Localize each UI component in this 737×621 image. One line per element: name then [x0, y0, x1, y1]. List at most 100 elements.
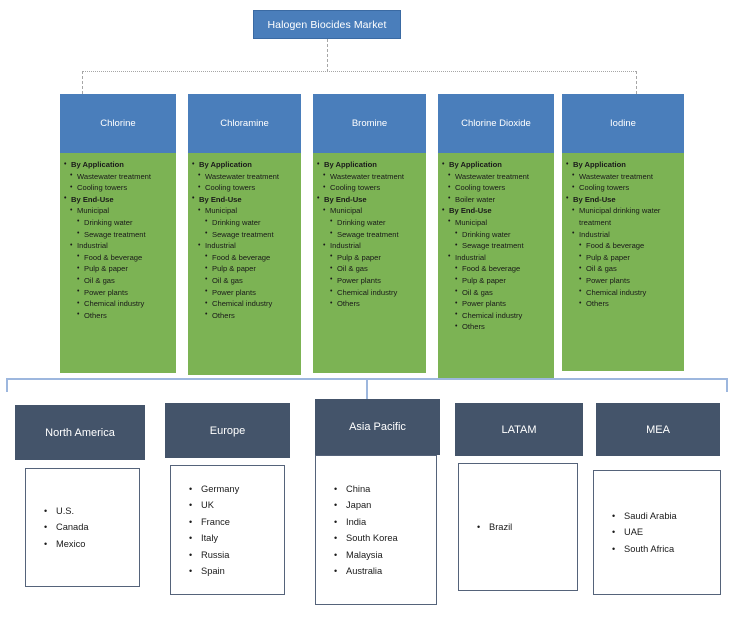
- segment-item: Wastewater treatment: [446, 170, 552, 183]
- segment-item: Others: [577, 298, 682, 310]
- connector-vertical-top: [327, 39, 328, 72]
- connector-drop-right: [636, 71, 637, 94]
- region-bracket-stem: [366, 378, 368, 400]
- segment-item: Wastewater treatment: [196, 170, 299, 183]
- connector-horizontal-top: [82, 71, 636, 72]
- region-country-list: ChinaJapanIndiaSouth KoreaMalaysiaAustra…: [316, 481, 436, 580]
- segment-item: By Application: [564, 159, 682, 171]
- segment-item: Industrial: [196, 240, 299, 252]
- segment-item: Industrial: [446, 251, 552, 264]
- region-country-item: South Africa: [612, 541, 720, 558]
- region-country-panel: GermanyUKFranceItalyRussiaSpain: [170, 465, 285, 595]
- segment-item: Power plants: [75, 286, 174, 299]
- region-country-panel: Brazil: [458, 463, 578, 591]
- segment-item: Food & beverage: [75, 251, 174, 264]
- segment-item: Wastewater treatment: [68, 170, 174, 183]
- region-country-item: U.S.: [44, 503, 139, 520]
- segment-item: Cooling towers: [196, 182, 299, 194]
- segment-item: Power plants: [328, 274, 424, 287]
- segment-item: Wastewater treatment: [570, 170, 682, 183]
- region-country-item: Brazil: [477, 519, 577, 536]
- region-header-label: MEA: [646, 423, 670, 436]
- segment-item: Municipal drinking water treatment: [570, 205, 682, 228]
- segment-item: Chemical industry: [328, 286, 424, 299]
- region-country-panel: Saudi ArabiaUAESouth Africa: [593, 470, 721, 595]
- segment-item: By End-Use: [440, 205, 552, 217]
- segment-header[interactable]: Chlorine Dioxide: [438, 94, 554, 153]
- segment-item: By Application: [62, 159, 174, 171]
- region-country-item: Australia: [334, 563, 436, 580]
- segment-detail-panel: By ApplicationWastewater treatmentCoolin…: [438, 153, 554, 378]
- segment-item: Sewage treatment: [328, 228, 424, 241]
- segment-detail-panel: By ApplicationWastewater treatmentCoolin…: [60, 153, 176, 373]
- region-country-item: France: [189, 514, 284, 531]
- segment-header-label: Iodine: [610, 118, 636, 129]
- segment-header-label: Chloramine: [220, 118, 269, 129]
- region-header[interactable]: Asia Pacific: [315, 399, 440, 455]
- region-header[interactable]: North America: [15, 405, 145, 460]
- segment-item: Food & beverage: [203, 251, 299, 264]
- connector-drop-left: [82, 71, 83, 94]
- region-header[interactable]: Europe: [165, 403, 290, 458]
- segment-item-list: By ApplicationWastewater treatmentCoolin…: [564, 159, 682, 310]
- segment-item: Oil & gas: [328, 263, 424, 275]
- segment-item: By End-Use: [315, 193, 424, 206]
- segment-item: Oil & gas: [577, 263, 682, 275]
- region-header-label: Asia Pacific: [349, 421, 406, 433]
- segment-item: Drinking water: [75, 216, 174, 229]
- segment-header[interactable]: Chlorine: [60, 94, 176, 153]
- segment-item: By End-Use: [190, 193, 299, 206]
- region-country-item: Russia: [189, 547, 284, 564]
- segment-column-iodine: Iodine By ApplicationWastewater treatment…: [562, 94, 684, 371]
- segment-item: Food & beverage: [453, 263, 552, 275]
- region-country-list: Saudi ArabiaUAESouth Africa: [594, 508, 720, 558]
- region-country-item: Canada: [44, 519, 139, 536]
- segment-column-chloramine: Chloramine By ApplicationWastewater treat…: [188, 94, 301, 375]
- segment-header-label: Chlorine: [100, 118, 136, 129]
- segment-item: Power plants: [453, 298, 552, 310]
- region-header[interactable]: LATAM: [455, 403, 583, 456]
- segment-header[interactable]: Bromine: [313, 94, 426, 153]
- segment-item: Wastewater treatment: [321, 170, 424, 183]
- segment-item: Sewage treatment: [453, 240, 552, 252]
- segment-item: Drinking water: [328, 216, 424, 229]
- segment-header[interactable]: Chloramine: [188, 94, 301, 153]
- segment-column-bromine: Bromine By ApplicationWastewater treatmen…: [313, 94, 426, 373]
- segment-item: Oil & gas: [203, 274, 299, 287]
- region-header-label: North America: [45, 426, 115, 439]
- segment-item-list: By ApplicationWastewater treatmentCoolin…: [440, 159, 552, 333]
- segment-item: Pulp & paper: [328, 251, 424, 264]
- market-title-label: Halogen Biocides Market: [267, 18, 387, 31]
- segment-item: Oil & gas: [453, 286, 552, 299]
- segment-header-label: Bromine: [351, 118, 388, 129]
- segment-item: Others: [328, 298, 424, 310]
- region-country-item: UK: [189, 497, 284, 514]
- segment-item: Chemical industry: [203, 298, 299, 310]
- segment-header[interactable]: Iodine: [562, 94, 684, 153]
- segment-item: By End-Use: [564, 193, 682, 206]
- region-country-item: Germany: [189, 481, 284, 498]
- segment-item: Municipal: [446, 216, 552, 229]
- region-country-item: China: [334, 481, 436, 498]
- segment-item: Sewage treatment: [75, 228, 174, 241]
- segment-item: Pulp & paper: [203, 263, 299, 275]
- segment-item: Cooling towers: [68, 182, 174, 194]
- segment-detail-panel: By ApplicationWastewater treatmentCoolin…: [313, 153, 426, 373]
- region-country-item: South Korea: [334, 530, 436, 547]
- segment-item: By End-Use: [62, 193, 174, 206]
- segment-item: Oil & gas: [75, 274, 174, 287]
- region-header[interactable]: MEA: [596, 403, 720, 456]
- region-country-list: GermanyUKFranceItalyRussiaSpain: [171, 481, 284, 580]
- segment-item: Power plants: [577, 274, 682, 287]
- segment-item: Others: [453, 321, 552, 333]
- segment-item: By Application: [440, 159, 552, 171]
- segment-item: Municipal: [321, 205, 424, 217]
- segment-detail-panel: By ApplicationWastewater treatmentCoolin…: [188, 153, 301, 375]
- segment-item: Sewage treatment: [203, 228, 299, 241]
- region-country-panel: ChinaJapanIndiaSouth KoreaMalaysiaAustra…: [315, 455, 437, 605]
- segment-item: Drinking water: [203, 216, 299, 229]
- segment-item: Cooling towers: [570, 182, 682, 194]
- segment-item: By Application: [315, 159, 424, 171]
- region-country-item: Malaysia: [334, 547, 436, 564]
